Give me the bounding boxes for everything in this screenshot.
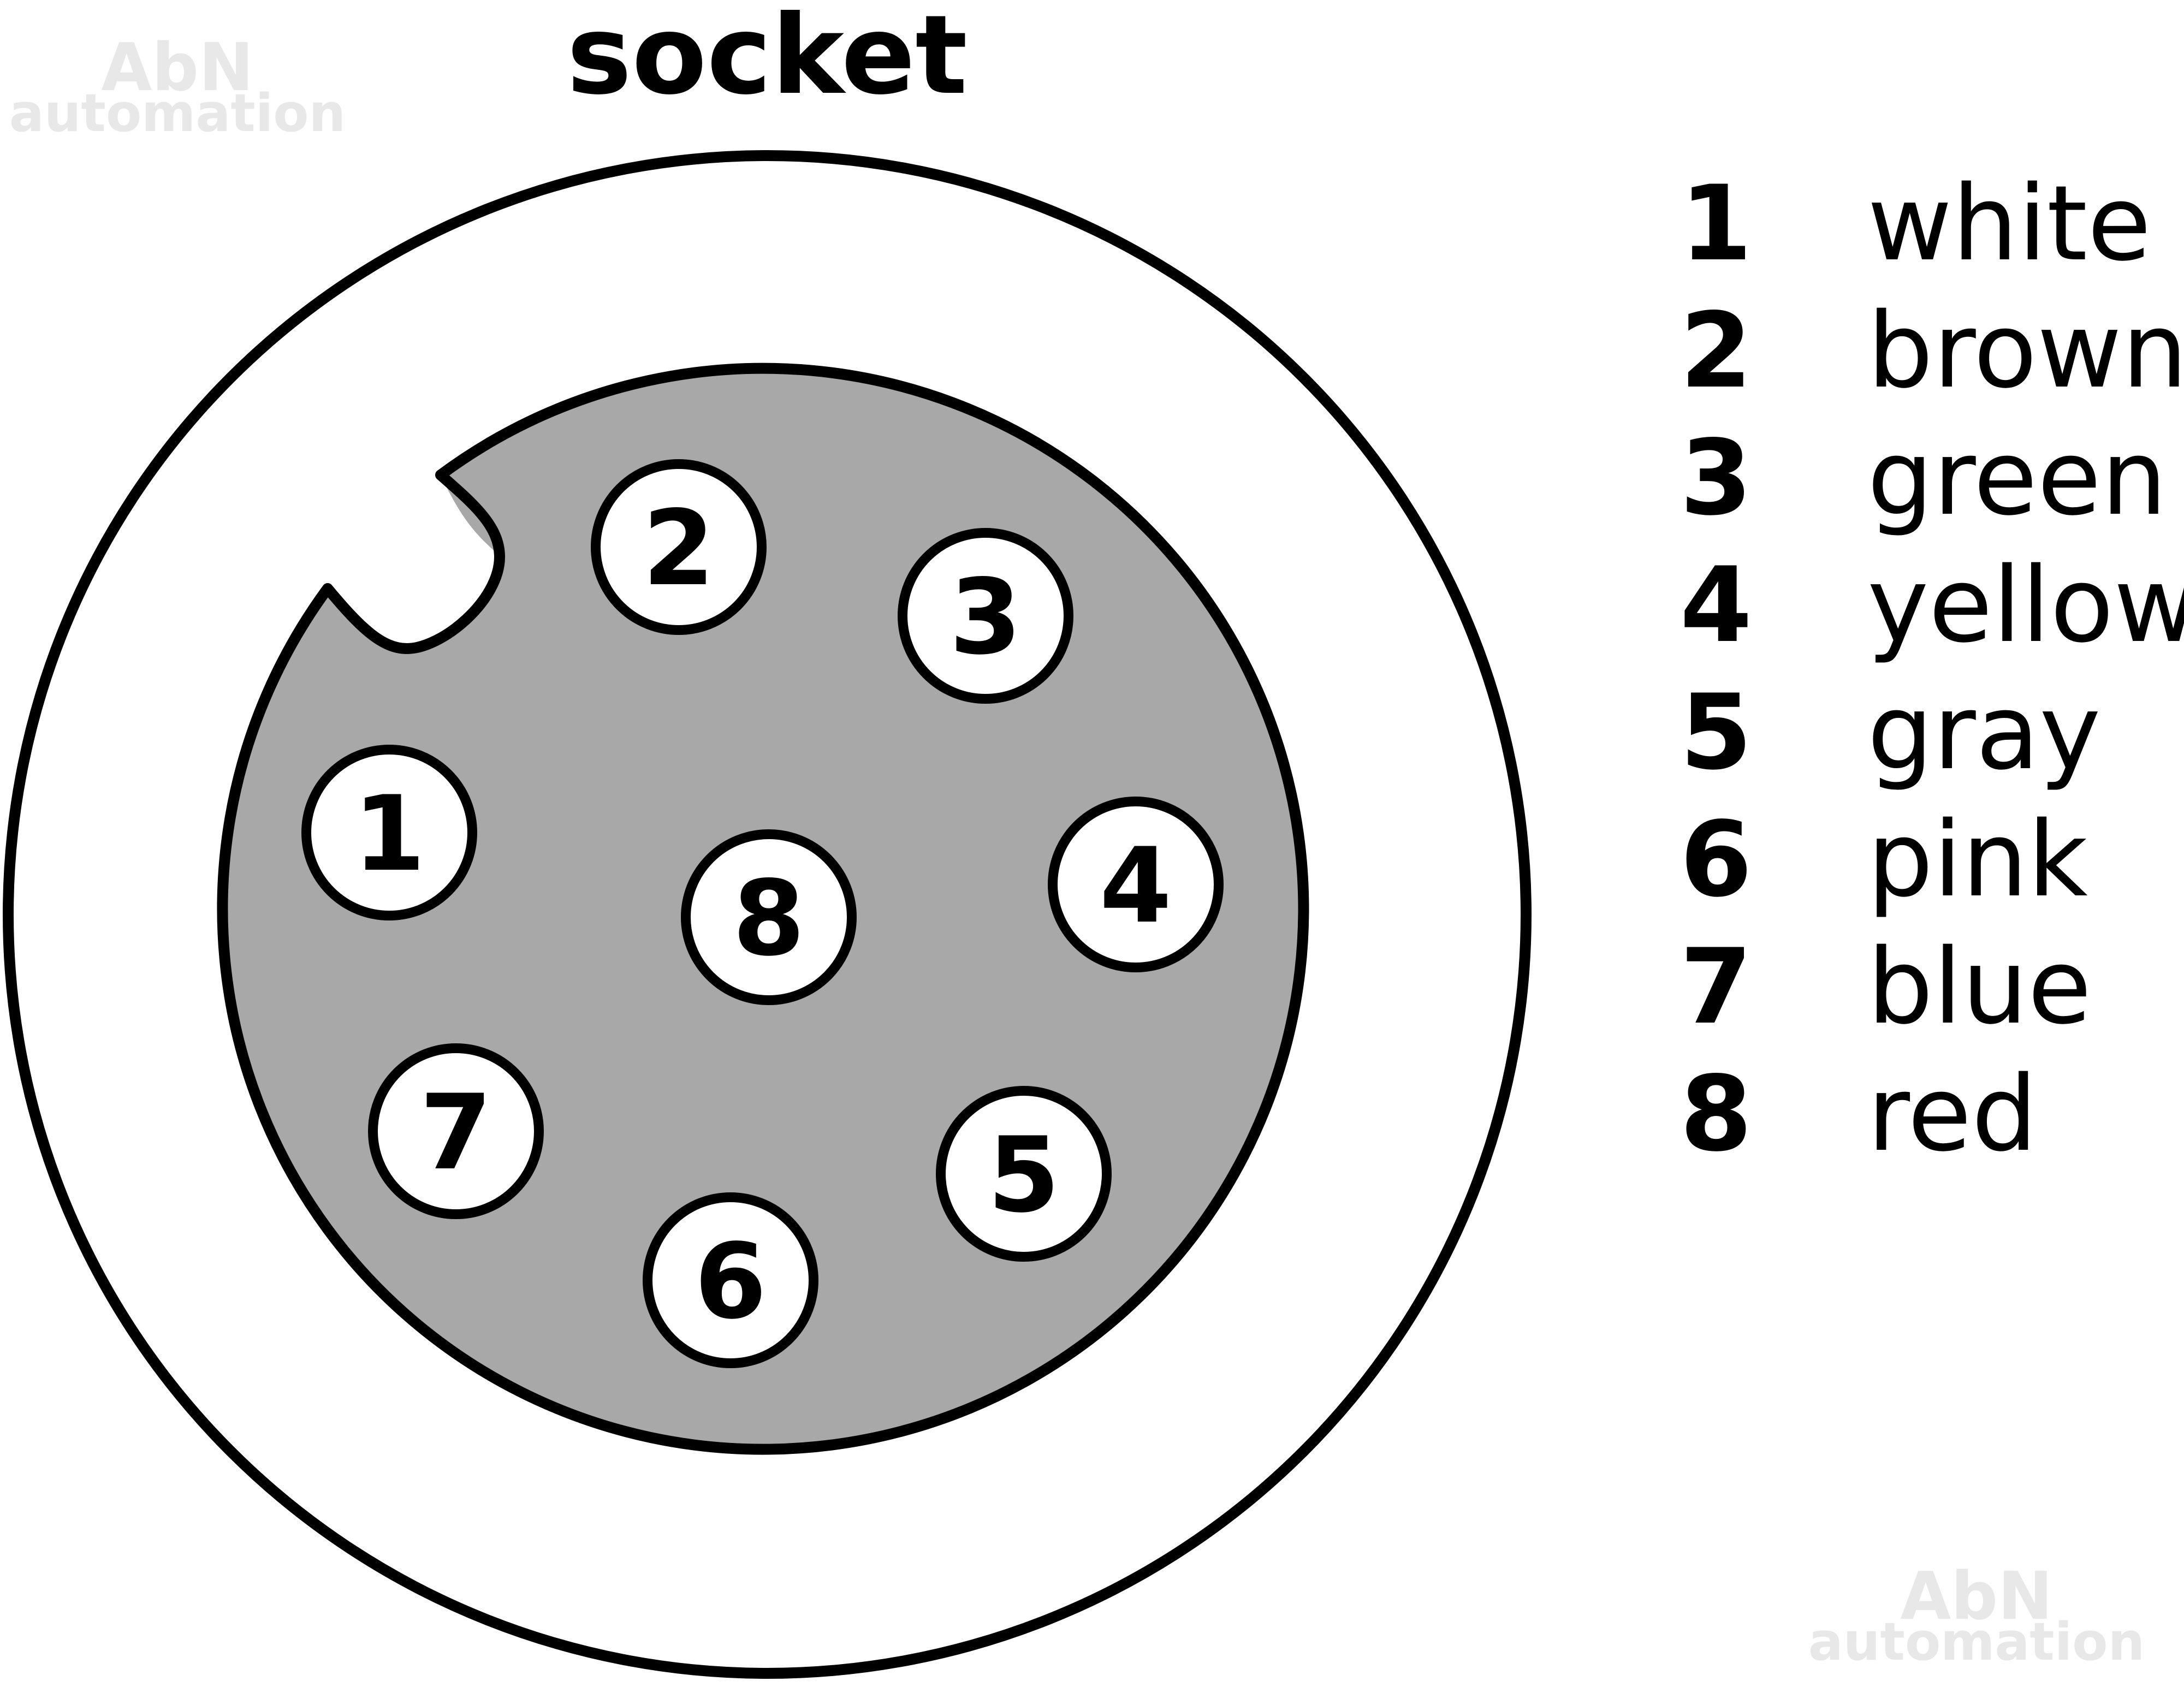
legend-row: 6 pink bbox=[1680, 799, 2088, 920]
pin-number-label: 6 bbox=[695, 1221, 767, 1342]
legend-pin-number: 3 bbox=[1680, 418, 1752, 538]
pin-number-label: 7 bbox=[420, 1072, 492, 1193]
pin-1: 1 bbox=[301, 745, 477, 920]
pin-contact-circle bbox=[936, 1086, 1112, 1262]
pin-number-label: 4 bbox=[1100, 825, 1172, 946]
pin-contact-circle bbox=[643, 1192, 818, 1368]
pin-contact-circle bbox=[898, 528, 1073, 704]
legend-pin-number: 2 bbox=[1680, 290, 1752, 411]
pin-number-label: 5 bbox=[988, 1115, 1060, 1235]
legend-row: 8 red bbox=[1680, 1054, 2038, 1174]
pin-number-label: 3 bbox=[949, 557, 1022, 678]
watermark-top-left: AbN automation bbox=[9, 30, 346, 144]
legend-pin-number: 4 bbox=[1680, 545, 1752, 666]
legend-row: 5 gray bbox=[1680, 672, 2101, 793]
legend-pin-number: 7 bbox=[1680, 926, 1752, 1047]
legend-row: 7 blue bbox=[1680, 926, 2092, 1047]
legend-wire-color: green bbox=[1867, 418, 2167, 538]
legend-wire-color: pink bbox=[1867, 799, 2088, 920]
legend-wire-color: brown bbox=[1867, 290, 2184, 411]
watermark-company-text: automation bbox=[9, 84, 346, 144]
watermark-logo-text: AbN bbox=[101, 30, 253, 106]
legend-wire-color: red bbox=[1867, 1054, 2037, 1174]
watermark-logo-text: AbN bbox=[1900, 1559, 2052, 1635]
pin-contact-circle bbox=[368, 1043, 544, 1219]
pin-6: 6 bbox=[643, 1192, 818, 1368]
legend-wire-color: gray bbox=[1867, 672, 2101, 793]
watermark-company-text: automation bbox=[1808, 1612, 2145, 1672]
legend-pin-number: 8 bbox=[1680, 1054, 1752, 1174]
pin-2: 2 bbox=[591, 459, 767, 635]
diagram-title: socket bbox=[567, 0, 968, 119]
pin-5: 5 bbox=[936, 1086, 1112, 1262]
legend-wire-color: yellow bbox=[1867, 545, 2184, 666]
legend-row: 1 white bbox=[1680, 163, 2151, 284]
pins-group: 1 2 3 4 5 6 7 8 bbox=[301, 459, 1224, 1368]
legend-wire-color: blue bbox=[1867, 926, 2092, 1047]
pin-number-label: 8 bbox=[733, 858, 805, 979]
legend-wire-color: white bbox=[1867, 163, 2151, 284]
pin-number-label: 1 bbox=[353, 774, 425, 894]
legend-row: 2 brown bbox=[1680, 290, 2184, 411]
pin-contact-circle bbox=[1048, 797, 1224, 972]
legend-pin-number: 5 bbox=[1680, 672, 1752, 793]
wire-color-legend: 1 white 2 brown 3 green 4 yellow 5 gray 6 pink 7 blue… bbox=[1680, 163, 2184, 1174]
pin-contact-circle bbox=[591, 459, 767, 635]
legend-row: 4 yellow bbox=[1680, 545, 2184, 666]
legend-pin-number: 6 bbox=[1680, 799, 1752, 920]
pin-7: 7 bbox=[368, 1043, 544, 1219]
pin-3: 3 bbox=[898, 528, 1073, 704]
pin-8: 8 bbox=[681, 829, 857, 1005]
pin-contact-circle bbox=[301, 745, 477, 920]
legend-row: 3 green bbox=[1680, 418, 2167, 538]
pin-number-label: 2 bbox=[643, 488, 715, 609]
pin-contact-circle bbox=[681, 829, 857, 1005]
watermark-bottom-right: AbN automation bbox=[1808, 1559, 2145, 1672]
legend-pin-number: 1 bbox=[1680, 163, 1752, 284]
pin-4: 4 bbox=[1048, 797, 1224, 972]
